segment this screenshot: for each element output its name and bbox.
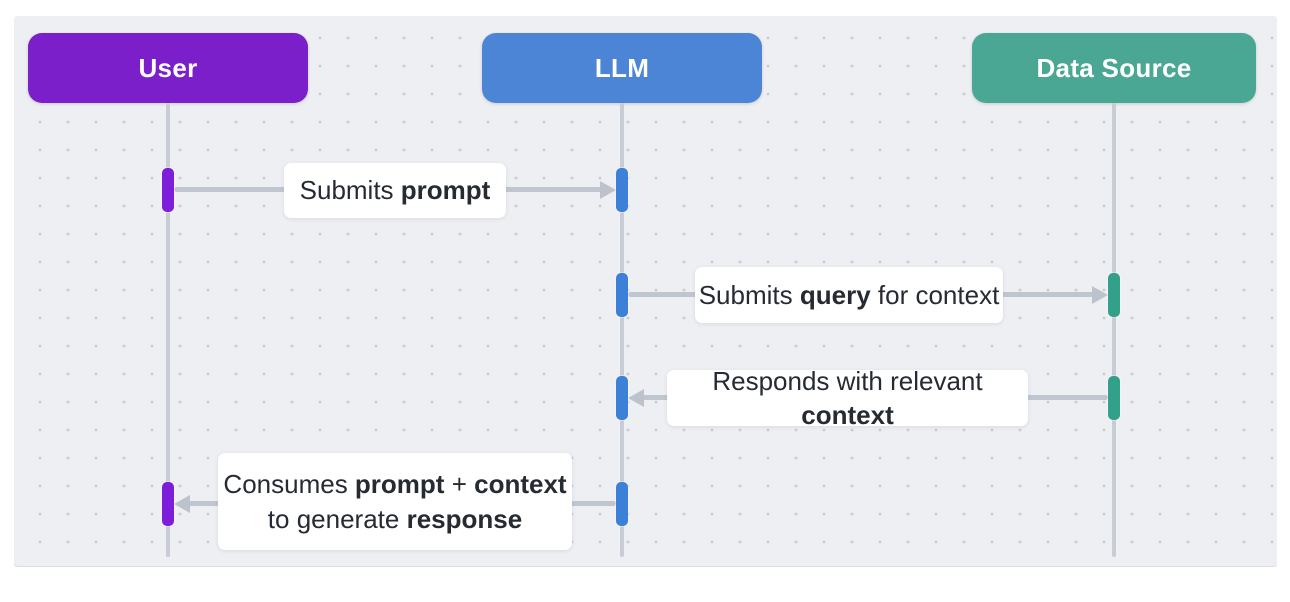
message-4-text-line-2: to generate response — [267, 503, 523, 534]
message-3-label: Responds with relevant context — [667, 366, 1028, 430]
message-4-text-line-1: Consumes prompt + context — [223, 469, 567, 500]
message-1-label: Submits prompt — [284, 163, 506, 218]
lifeline-llm — [620, 103, 624, 557]
message-4-arrowhead-left-icon — [174, 495, 190, 513]
actor-box-llm: LLM — [482, 33, 762, 103]
activation-bar-llm-m2 — [616, 273, 628, 317]
message-1-arrowhead-right-icon — [600, 181, 616, 199]
message-2-arrowhead-right-icon — [1092, 286, 1108, 304]
activation-bar-data-source-m3 — [1108, 376, 1120, 420]
message-1-text: Submits prompt — [299, 175, 491, 206]
message-3-text: Responds with relevant context — [712, 365, 983, 430]
activation-bar-user-m4 — [162, 482, 174, 526]
actor-label-data-source: Data Source — [1036, 52, 1192, 83]
lifeline-user — [166, 103, 170, 557]
actor-label-llm: LLM — [594, 52, 650, 83]
sequence-diagram-canvas: User LLM Data Source Submits prompt Subm… — [14, 16, 1277, 566]
activation-bar-llm-m4 — [616, 482, 628, 526]
message-4-label: Consumes prompt + context to generate re… — [218, 453, 572, 550]
activation-bar-user-m1 — [162, 168, 174, 212]
message-3-arrowhead-left-icon — [628, 389, 644, 407]
activation-bar-data-source-m2 — [1108, 273, 1120, 317]
actor-label-user: User — [138, 52, 198, 83]
message-2-text: Submits query for context — [698, 279, 1000, 310]
activation-bar-llm-m3 — [616, 376, 628, 420]
message-2-label: Submits query for context — [695, 267, 1003, 323]
lifeline-data-source — [1112, 103, 1116, 557]
actor-box-data-source: Data Source — [972, 33, 1256, 103]
actor-box-user: User — [28, 33, 308, 103]
activation-bar-llm-m1 — [616, 168, 628, 212]
